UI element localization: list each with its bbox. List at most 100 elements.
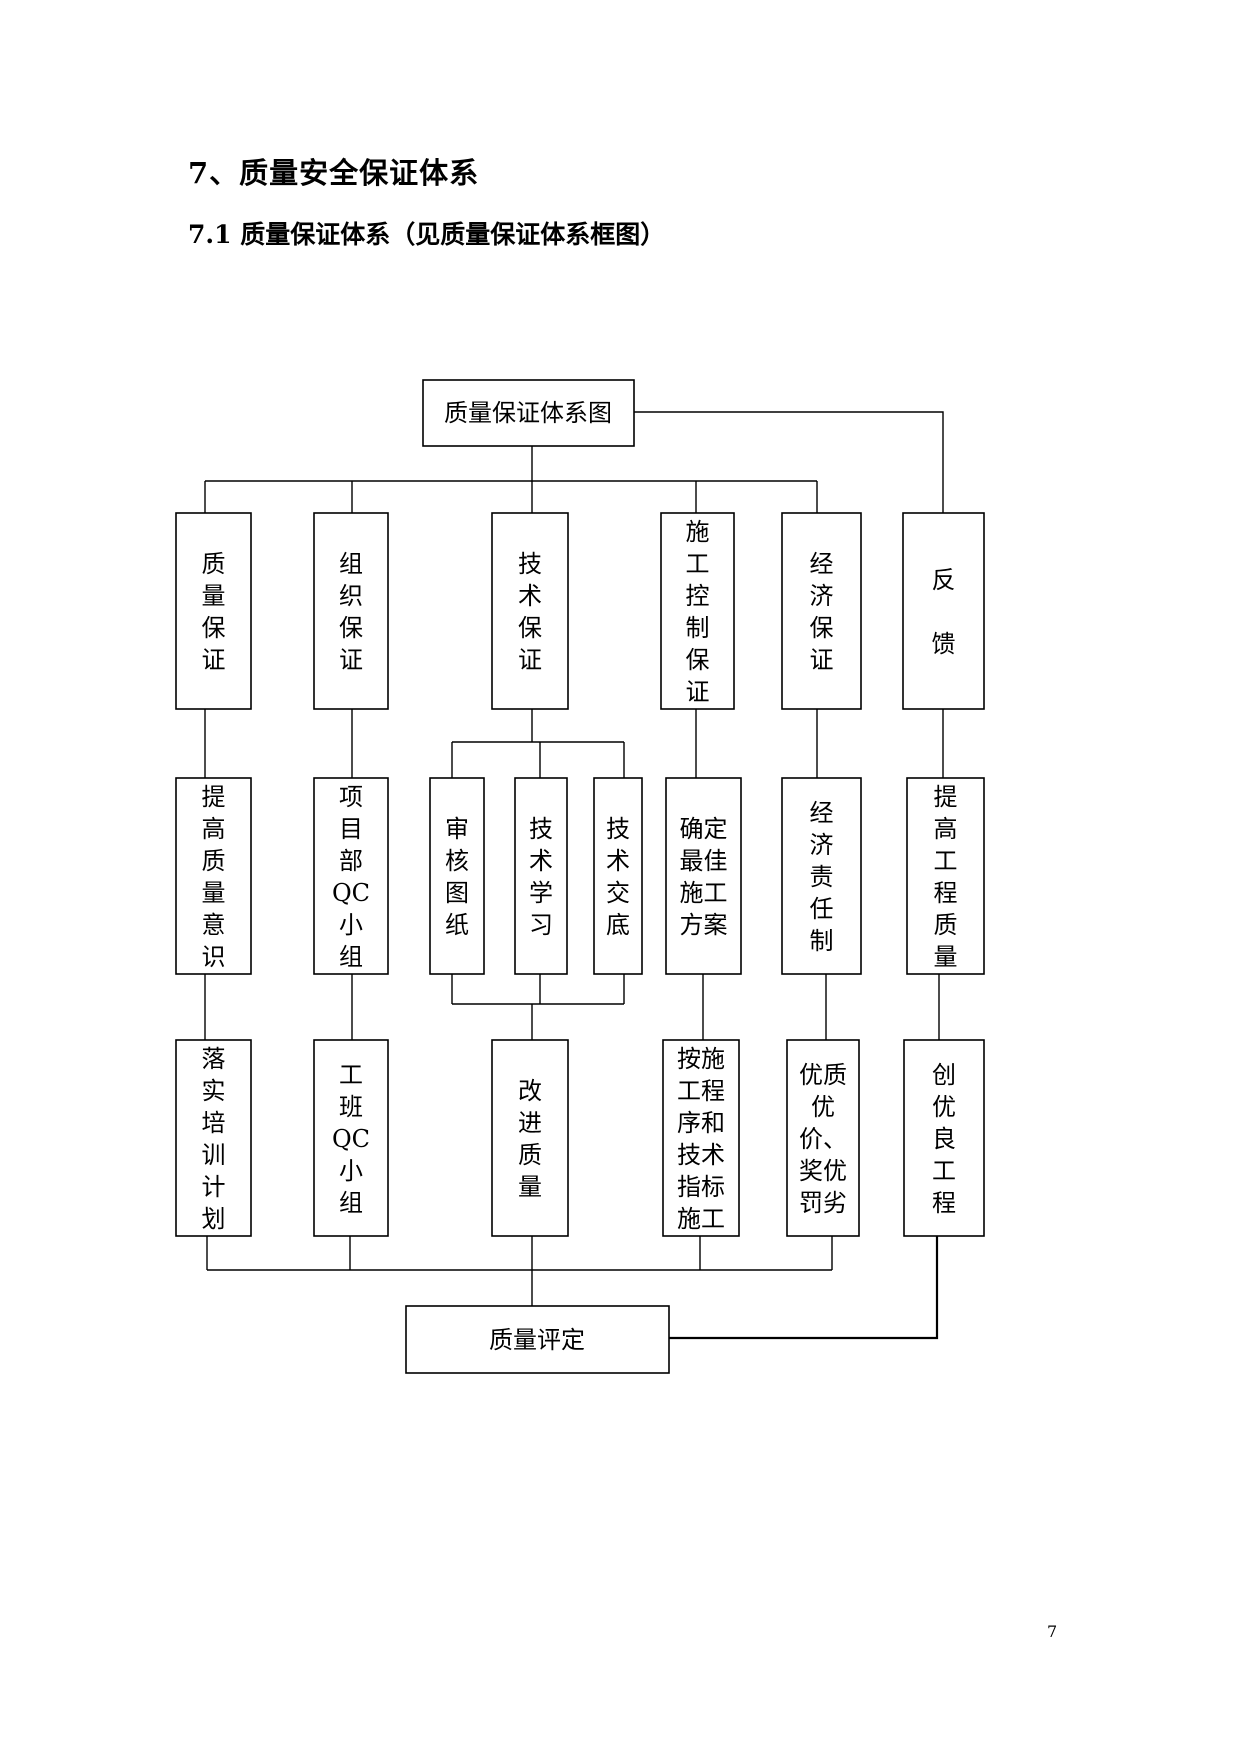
box-project-qc-line: 部 xyxy=(339,847,363,875)
box-training-plan-line: 训 xyxy=(202,1141,226,1169)
box-improve-quality-line: 量 xyxy=(518,1173,542,1201)
box-best-plan-line: 施工 xyxy=(680,879,728,907)
box-economic-responsibility-line: 制 xyxy=(810,927,834,955)
box-construction-control-line: 施 xyxy=(686,518,710,546)
box-excellent-project-line: 工 xyxy=(932,1157,956,1185)
box-technical-line: 保 xyxy=(518,614,542,642)
box-organization-line: 证 xyxy=(339,646,363,674)
box-quality-line: 量 xyxy=(202,582,226,610)
box-by-procedure-line: 技术 xyxy=(677,1141,725,1169)
box-tech-study-line: 习 xyxy=(529,911,553,939)
box-training-plan-line: 落 xyxy=(202,1045,226,1073)
box-improve-quality-line: 进 xyxy=(518,1109,542,1137)
box-raise-awareness-line: 识 xyxy=(202,943,226,971)
box-quality-frame xyxy=(175,512,252,710)
box-project-qc-frame xyxy=(313,777,389,975)
box-tech-study-line: 学 xyxy=(529,879,553,907)
box-economic-line: 经 xyxy=(810,550,834,578)
box-feedback-line: 反 xyxy=(932,566,956,594)
box-project-qc-line: 项 xyxy=(339,783,363,811)
box-tech-study-line: 术 xyxy=(529,847,553,875)
box-reward-penalty-frame xyxy=(786,1039,860,1237)
box-review-drawings-line: 图 xyxy=(445,879,469,907)
page-number: 7 xyxy=(1047,1622,1058,1641)
box-raise-quality-line: 工 xyxy=(934,847,958,875)
box-best-plan-frame xyxy=(665,777,742,975)
box-review-drawings-line: 核 xyxy=(445,847,469,875)
box-by-procedure-frame xyxy=(662,1039,740,1237)
connector-lines xyxy=(204,411,944,1340)
box-best-plan-line: 确定 xyxy=(680,815,728,843)
box-excellent-project-line: 程 xyxy=(932,1189,956,1217)
box-quality: 质量保证 xyxy=(175,512,252,710)
box-reward-penalty-line: 价、 xyxy=(799,1125,847,1153)
box-tech-briefing-line: 底 xyxy=(606,911,630,939)
box-tech-briefing-line: 交 xyxy=(606,879,630,907)
box-construction-control-line: 控 xyxy=(686,582,710,610)
top-box: 质量保证体系图 xyxy=(422,379,635,447)
box-quality-line: 质 xyxy=(202,550,226,578)
box-project-qc-line: 组 xyxy=(339,943,363,971)
box-training-plan-line: 培 xyxy=(202,1109,226,1137)
box-by-procedure-line: 指标 xyxy=(677,1173,725,1201)
box-economic-line: 证 xyxy=(810,646,834,674)
box-review-drawings-line: 审 xyxy=(445,815,469,843)
box-improve-quality-line: 改 xyxy=(518,1077,542,1105)
section-heading: 7.1 质量保证体系（见质量保证体系框图） xyxy=(188,220,666,249)
box-improve-quality-line: 质 xyxy=(518,1141,542,1169)
box-raise-quality-line: 程 xyxy=(934,879,958,907)
box-project-qc-line: 小 xyxy=(339,911,363,939)
box-construction-control-line: 保 xyxy=(686,646,710,674)
box-organization-frame xyxy=(313,512,389,710)
box-feedback: 反馈 xyxy=(902,512,985,710)
box-economic-frame xyxy=(781,512,862,710)
box-by-procedure-line: 序和 xyxy=(677,1109,725,1137)
box-raise-awareness-line: 提 xyxy=(202,783,226,811)
box-raise-quality-line: 质 xyxy=(934,911,958,939)
box-by-procedure-line: 施工 xyxy=(677,1205,725,1233)
box-team-qc-line: QC xyxy=(332,1125,370,1153)
box-construction-control-frame xyxy=(660,512,735,710)
box-raise-quality-frame xyxy=(906,777,985,975)
box-review-drawings-frame xyxy=(429,777,485,975)
box-tech-study-line: 技 xyxy=(529,815,553,843)
box-economic-responsibility-line: 经 xyxy=(810,799,834,827)
box-construction-control-line: 证 xyxy=(686,678,710,706)
top-box-label: 质量保证体系图 xyxy=(444,399,612,427)
box-excellent-project-frame xyxy=(903,1039,985,1237)
box-project-qc-line: QC xyxy=(332,879,370,907)
box-tech-briefing-frame xyxy=(593,777,643,975)
box-tech-study-frame xyxy=(514,777,568,975)
box-economic-responsibility-frame xyxy=(781,777,862,975)
bottom-box-label: 质量评定 xyxy=(489,1326,585,1354)
box-economic-responsibility-line: 责 xyxy=(810,863,834,891)
box-organization-line: 保 xyxy=(339,614,363,642)
box-reward-penalty-line: 罚劣 xyxy=(799,1189,847,1217)
box-training-plan-line: 计 xyxy=(202,1173,226,1201)
box-raise-quality-line: 高 xyxy=(934,815,958,843)
box-feedback-frame xyxy=(902,512,985,710)
box-feedback-line: 馈 xyxy=(932,630,956,658)
box-economic-line: 济 xyxy=(810,582,834,610)
box-by-procedure-line: 工程 xyxy=(677,1077,725,1105)
box-training-plan-line: 实 xyxy=(202,1077,226,1105)
box-team-qc-line: 班 xyxy=(339,1093,363,1121)
box-quality-line: 证 xyxy=(202,646,226,674)
box-raise-awareness-line: 高 xyxy=(202,815,226,843)
box-tech-briefing-line: 技 xyxy=(606,815,630,843)
box-raise-awareness-line: 质 xyxy=(202,847,226,875)
